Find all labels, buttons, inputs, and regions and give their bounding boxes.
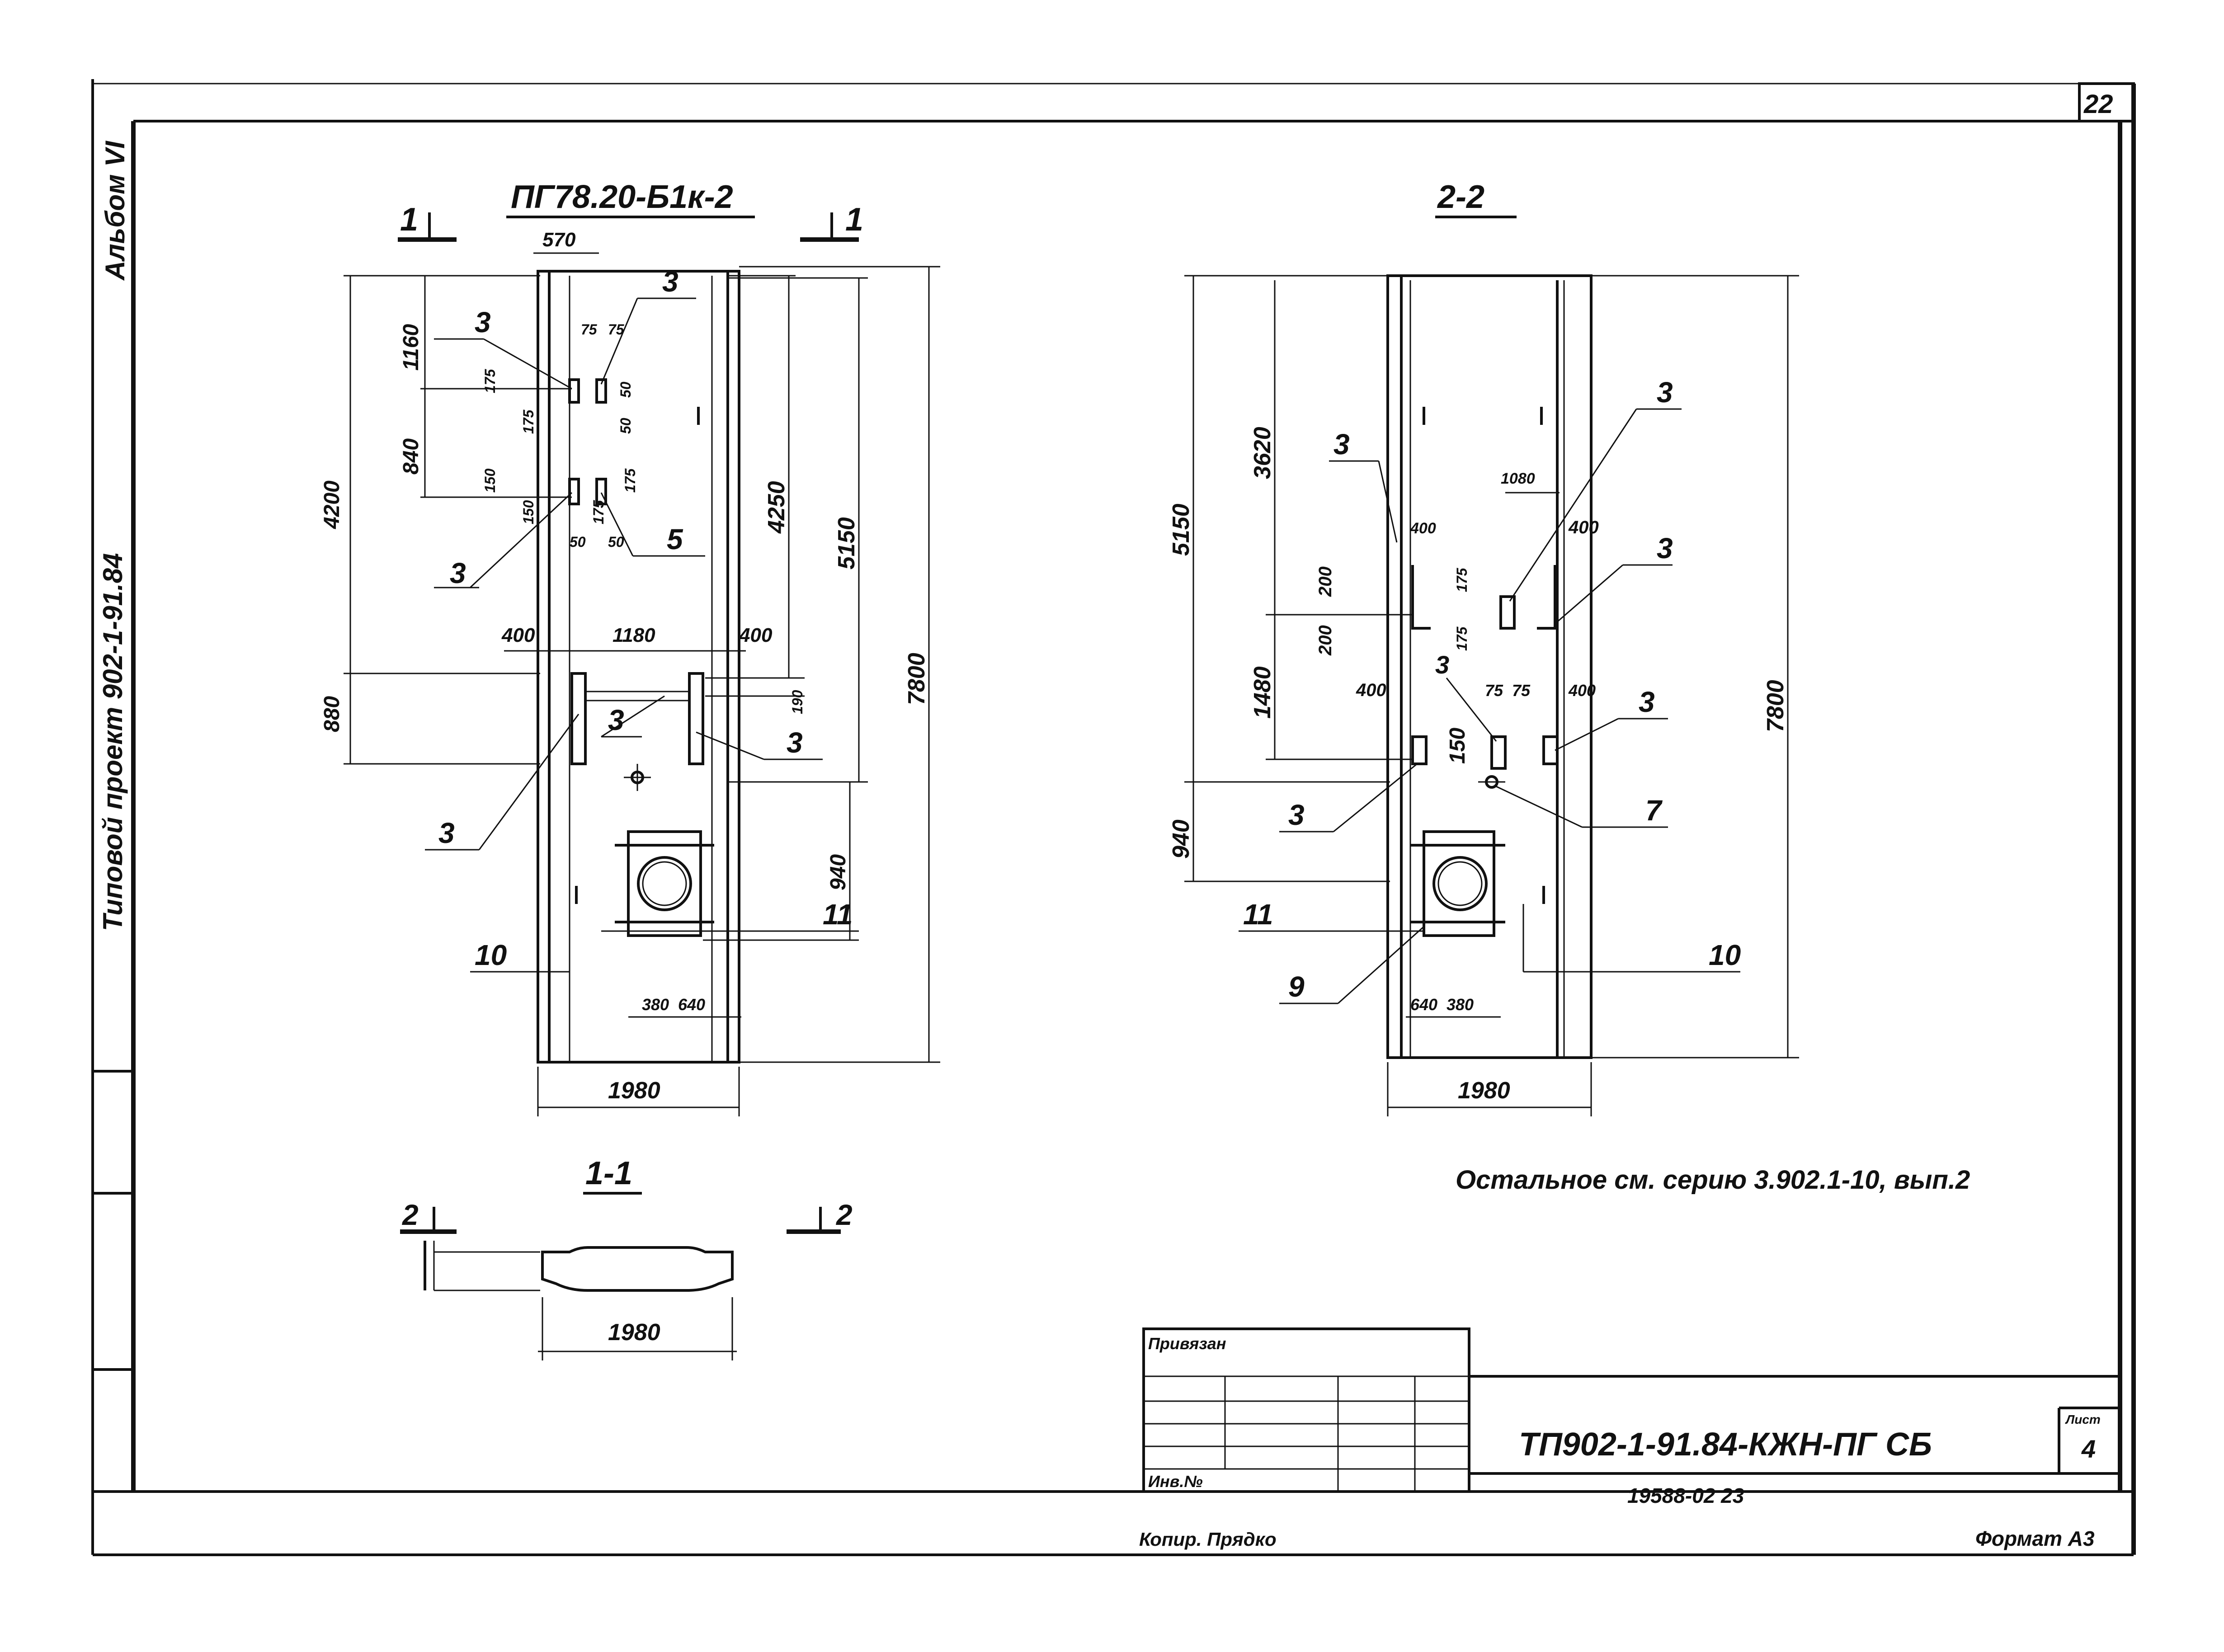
dim-570: 570 — [542, 229, 576, 251]
dim-640: 640 — [678, 995, 705, 1014]
copied-by: Копир. Прядко — [1139, 1529, 1277, 1550]
bound-label: Привязан — [1148, 1334, 1226, 1353]
section-11-dim-1980: 1980 — [608, 1319, 660, 1346]
s22-dim-175b: 175 — [1454, 626, 1470, 651]
s22-dim-400b: 400 — [1568, 518, 1599, 537]
dim-175b: 175 — [520, 409, 537, 434]
format-label: Формат А3 — [1975, 1527, 2095, 1550]
dim-1160: 1160 — [399, 324, 423, 371]
dim-400a: 400 — [501, 624, 535, 646]
dim-175d: 175 — [590, 499, 607, 524]
s22-dim-150: 150 — [1446, 728, 1470, 764]
sheet-number-top: 22 — [2083, 89, 2113, 119]
s22-dim-1080: 1080 — [1501, 470, 1535, 487]
s22-callout-9: 9 — [1288, 970, 1305, 1003]
inventory-label: Инв.№ — [1148, 1472, 1203, 1491]
s22-callout-3-f: 3 — [1288, 799, 1305, 831]
callout-3-a: 3 — [475, 306, 491, 339]
section-11-mark-right: 2 — [836, 1199, 853, 1231]
callout-10: 10 — [475, 939, 507, 971]
callout-5: 5 — [667, 523, 683, 555]
s22-dim-640: 640 — [1410, 995, 1437, 1014]
s22-callout-7: 7 — [1645, 794, 1663, 827]
s22-dim-380: 380 — [1447, 995, 1474, 1014]
s22-dim-200b: 200 — [1315, 625, 1335, 656]
s22-callout-3-c: 3 — [1657, 532, 1673, 565]
s22-dim-75b: 75 — [1512, 681, 1531, 700]
note-text: Остальное см. серию 3.902.1-10, вып.2 — [1456, 1165, 1970, 1195]
main-view-title: ПГ78.20-Б1к-2 — [511, 179, 733, 215]
s22-dim-400d: 400 — [1568, 681, 1596, 700]
s22-dim-5150: 5150 — [1168, 504, 1194, 556]
list-label: Лист — [2065, 1412, 2101, 1426]
callout-3-d: 3 — [608, 704, 624, 736]
dim-1980: 1980 — [608, 1078, 660, 1104]
dim-50c: 50 — [570, 534, 586, 550]
section-11-title: 1-1 — [585, 1155, 632, 1191]
dim-175a: 175 — [482, 368, 498, 393]
callout-11: 11 — [823, 898, 853, 931]
s22-dim-3620: 3620 — [1249, 427, 1276, 479]
document-code: ТП902-1-91.84-КЖН-ПГ СБ — [1519, 1426, 1932, 1463]
section-2-2: 2-2 5150 940 3620 — [1168, 179, 1799, 1116]
callout-3-c: 3 — [450, 557, 466, 589]
s22-dim-200a: 200 — [1315, 566, 1335, 597]
s22-callout-3-b: 3 — [1657, 376, 1673, 409]
dim-840: 840 — [399, 438, 423, 475]
dim-4200: 4200 — [320, 480, 344, 529]
dim-4250: 4250 — [763, 481, 790, 534]
s22-callout-3-d: 3 — [1435, 650, 1449, 679]
sheet-frame — [91, 79, 2136, 1556]
section-mark-right: 1 — [845, 202, 863, 238]
section-1-1: 1-1 2 2 1980 — [400, 1155, 853, 1360]
project-label: Типовой проект 902-1-91.84 — [98, 553, 128, 931]
s22-dim-1980: 1980 — [1458, 1078, 1510, 1104]
s22-dim-75a: 75 — [1485, 681, 1503, 700]
dim-175c: 175 — [622, 468, 638, 493]
s22-dim-1480: 1480 — [1249, 666, 1276, 719]
callout-3-e: 3 — [787, 726, 803, 759]
s22-callout-10: 10 — [1709, 939, 1741, 971]
title-block — [1142, 1327, 2120, 1493]
s22-dim-400c: 400 — [1356, 680, 1386, 700]
section-11-mark-left: 2 — [402, 1199, 419, 1231]
dim-1180: 1180 — [613, 624, 655, 646]
dim-400b: 400 — [739, 624, 773, 646]
section-22-title: 2-2 — [1437, 179, 1484, 215]
s22-callout-11: 11 — [1243, 898, 1273, 931]
callout-3-f: 3 — [438, 817, 455, 849]
album-label: Альбом VI — [100, 141, 130, 281]
s22-dim-175a: 175 — [1454, 567, 1470, 592]
dim-7800: 7800 — [904, 653, 930, 705]
dim-150a: 150 — [482, 468, 498, 493]
callout-3-b: 3 — [662, 265, 679, 298]
dim-880: 880 — [320, 696, 344, 732]
dim-50a: 50 — [617, 381, 634, 398]
dim-940: 940 — [826, 854, 850, 890]
s22-dim-400a: 400 — [1410, 520, 1436, 537]
inventory-number: 19588-02 23 — [1627, 1484, 1744, 1507]
s22-callout-3-e: 3 — [1639, 686, 1655, 718]
s22-dim-940: 940 — [1168, 819, 1194, 859]
s22-callout-3-a: 3 — [1333, 428, 1350, 461]
dim-5150: 5150 — [834, 517, 860, 569]
dim-75a: 75 — [581, 321, 598, 338]
list-value: 4 — [2081, 1435, 2096, 1463]
section-mark-left: 1 — [400, 202, 418, 238]
dim-150b: 150 — [520, 500, 537, 524]
main-view: ПГ78.20-Б1к-2 1 1 — [320, 179, 940, 1116]
dim-50b: 50 — [617, 418, 634, 434]
s22-dim-7800: 7800 — [1762, 680, 1789, 732]
dim-190: 190 — [789, 690, 806, 714]
dim-50d: 50 — [608, 534, 624, 550]
dim-380: 380 — [642, 995, 669, 1014]
